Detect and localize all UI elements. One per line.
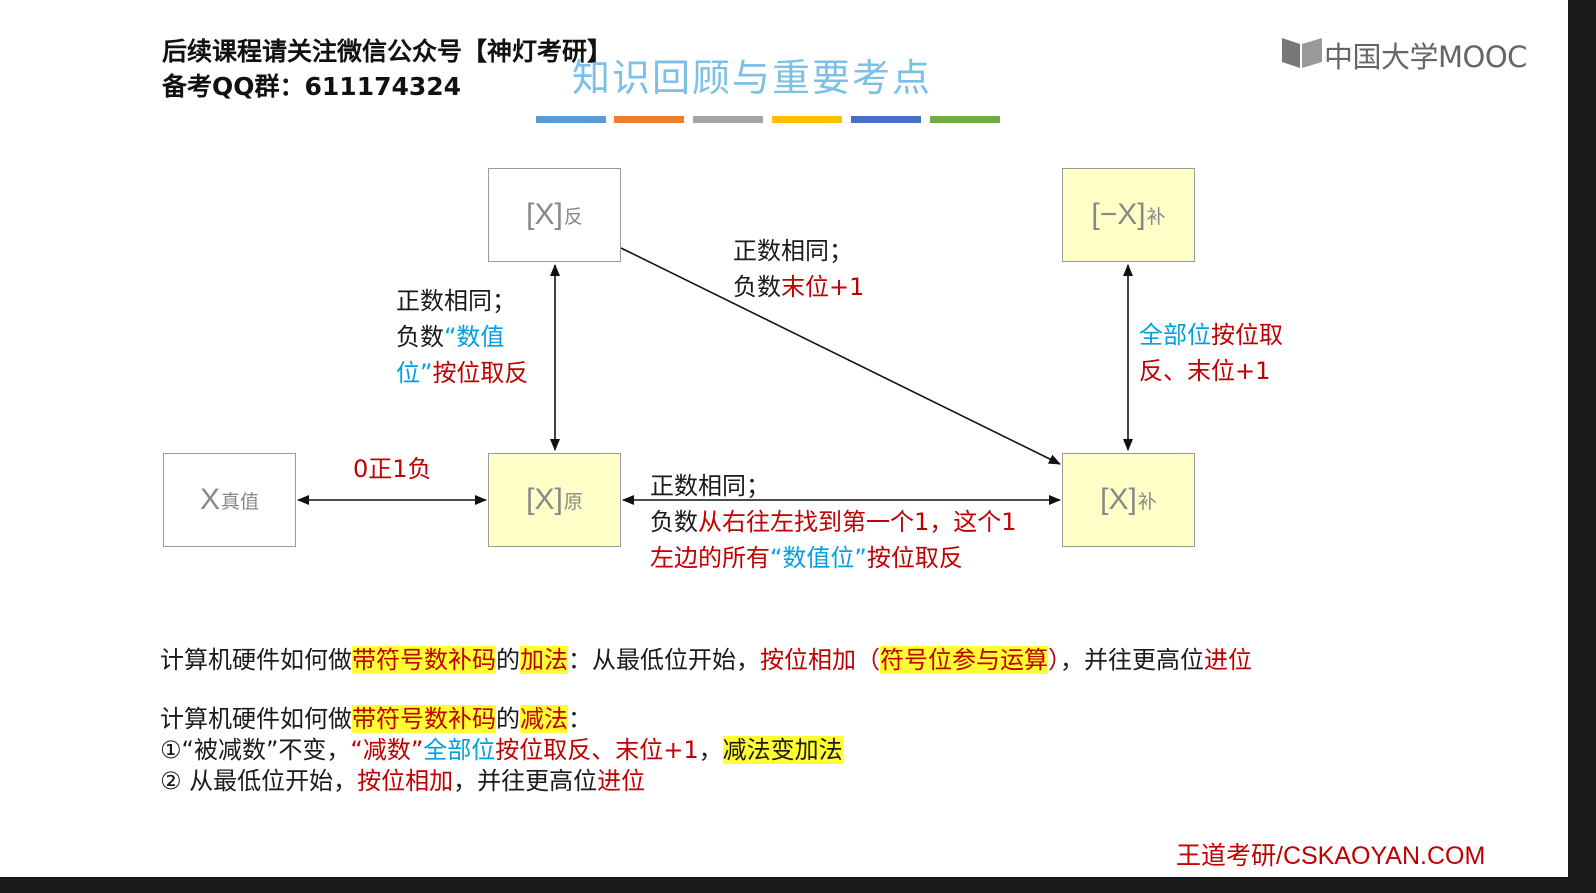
note-seg: 的 bbox=[496, 646, 520, 674]
note-step-2: ② 从最低位开始，按位相加，并往更高位进位 bbox=[160, 766, 645, 797]
note-seg: 计算机硬件如何做 bbox=[160, 705, 352, 733]
note-seg: ， bbox=[698, 736, 723, 764]
node-main: [X] bbox=[526, 483, 563, 516]
note-seg: 的 bbox=[496, 705, 520, 733]
header-line-2: 备考QQ群：611174324 bbox=[162, 72, 462, 101]
color-bar bbox=[693, 116, 763, 123]
color-bar bbox=[930, 116, 1000, 123]
node-original-code: [X]原 bbox=[488, 453, 621, 547]
label-original-to-ones: 正数相同； 负数“数值 位”按位取反 bbox=[396, 283, 528, 391]
label-seg: 按位取反 bbox=[432, 359, 529, 387]
node-sub: 真值 bbox=[221, 491, 260, 513]
label-seg: 末位+1 bbox=[781, 273, 865, 301]
note-seg: ，并往更高位 bbox=[1060, 646, 1204, 674]
node-main: [X] bbox=[526, 198, 563, 231]
label-line: 全部位按位取 bbox=[1139, 317, 1283, 353]
note-step-1: ①“被减数”不变，“减数”全部位按位取反、末位+1，减法变加法 bbox=[160, 735, 843, 766]
note-seg: 按位取反、末位+1 bbox=[495, 736, 699, 764]
note-seg: 按位相加 bbox=[357, 767, 454, 795]
node-main: [−X] bbox=[1091, 198, 1146, 231]
mooc-logo bbox=[1280, 34, 1324, 74]
footer-brand: 王道考研/CSKAOYAN.COM bbox=[1176, 842, 1486, 870]
note-addition: 计算机硬件如何做带符号数补码的加法：从最低位开始，按位相加（符号位参与运算），并… bbox=[160, 645, 1252, 676]
note-seg: 按位相加（ bbox=[760, 646, 880, 674]
color-bar bbox=[536, 116, 606, 123]
color-bar bbox=[851, 116, 921, 123]
node-neg-twos-complement: [−X]补 bbox=[1062, 168, 1195, 262]
label-seg: “数值 bbox=[444, 323, 505, 351]
node-sub: 补 bbox=[1137, 491, 1157, 513]
header-line-1: 后续课程请关注微信公众号【神灯考研】 bbox=[162, 37, 613, 66]
note-seg: ： bbox=[568, 705, 592, 733]
node-sub: 原 bbox=[563, 491, 583, 513]
label-seg: 全部位 bbox=[1139, 321, 1211, 349]
label-seg: 按位取反 bbox=[866, 544, 963, 572]
node-twos-complement: [X]补 bbox=[1062, 453, 1195, 547]
note-seg: ） bbox=[1048, 646, 1060, 674]
label-seg: 按位取 bbox=[1211, 321, 1283, 349]
label-seg: “数值位” bbox=[770, 544, 867, 572]
label-seg: 负数 bbox=[650, 508, 698, 536]
label-ones-to-twos: 正数相同； 负数末位+1 bbox=[733, 233, 864, 305]
note-seg: 进位 bbox=[597, 767, 646, 795]
label-line: 位”按位取反 bbox=[396, 355, 528, 391]
note-seg: 计算机硬件如何做 bbox=[160, 646, 352, 674]
slide: 后续课程请关注微信公众号【神灯考研】 备考QQ群：611174324 知识回顾与… bbox=[0, 0, 1568, 877]
label-seg: 位” bbox=[396, 359, 433, 387]
note-seg: 进位 bbox=[1204, 646, 1252, 674]
color-bar bbox=[772, 116, 842, 123]
label-original-to-twos: 正数相同； 负数从右往左找到第一个1，这个1 左边的所有“数值位”按位取反 bbox=[650, 468, 1017, 576]
note-seg: 加法 bbox=[520, 646, 568, 674]
label-seg: 负数 bbox=[396, 323, 444, 351]
note-seg: 带符号数补码 bbox=[352, 646, 496, 674]
label-seg: 负数 bbox=[733, 273, 781, 301]
mooc-book-icon bbox=[1282, 38, 1322, 68]
note-seg: ② 从最低位开始， bbox=[160, 767, 358, 795]
node-sub: 反 bbox=[563, 206, 583, 228]
note-seg: ：从最低位开始， bbox=[568, 646, 760, 674]
note-seg: ，并往更高位 bbox=[453, 767, 598, 795]
label-line: 正数相同； bbox=[733, 237, 853, 265]
label-line: 左边的所有“数值位”按位取反 bbox=[650, 540, 1017, 576]
label-twos-to-neg: 全部位按位取 反、末位+1 bbox=[1139, 317, 1283, 389]
page-title: 知识回顾与重要考点 bbox=[572, 56, 933, 100]
note-seg: 带符号数补码 bbox=[352, 705, 496, 733]
arrow-ones-twos bbox=[620, 247, 1061, 465]
label-line: 正数相同； bbox=[396, 287, 516, 315]
node-sub: 补 bbox=[1146, 206, 1166, 228]
label-line: 负数末位+1 bbox=[733, 269, 864, 305]
note-seg: ①“被减数”不变， bbox=[160, 736, 351, 764]
label-line: 负数“数值 bbox=[396, 319, 528, 355]
label-line: 负数从右往左找到第一个1，这个1 bbox=[650, 504, 1017, 540]
mooc-logo-text: 中国大学MOOC bbox=[1324, 40, 1527, 74]
label-true-to-original: 0正1负 bbox=[353, 455, 432, 483]
node-main: [X] bbox=[1100, 483, 1137, 516]
note-seg: 减法变加法 bbox=[722, 736, 843, 764]
arrow-layer bbox=[297, 247, 1133, 505]
label-line: 正数相同； bbox=[650, 472, 770, 500]
node-main: X bbox=[199, 483, 220, 516]
label-line: 反、末位+1 bbox=[1139, 357, 1271, 385]
note-seg: 全部位 bbox=[423, 736, 496, 764]
note-seg: 减法 bbox=[520, 705, 568, 733]
note-subtraction: 计算机硬件如何做带符号数补码的减法： bbox=[160, 704, 592, 735]
color-bar bbox=[614, 116, 684, 123]
note-seg: 符号位参与运算 bbox=[880, 646, 1048, 674]
note-seg: “减数” bbox=[350, 736, 424, 764]
node-ones-complement: [X]反 bbox=[488, 168, 621, 262]
label-seg: 左边的所有 bbox=[650, 544, 770, 572]
label-seg: 从右往左找到第一个1，这个1 bbox=[698, 508, 1017, 536]
